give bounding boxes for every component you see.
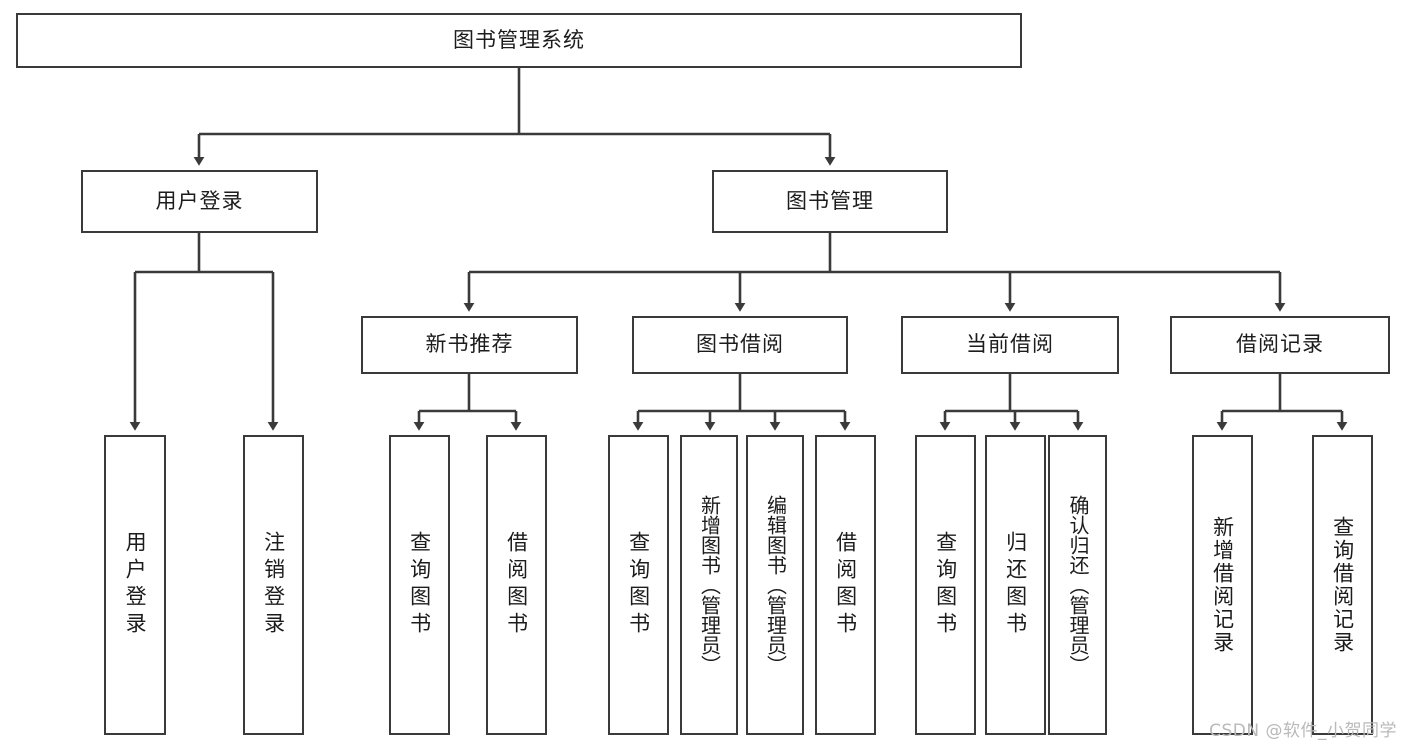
node-new-book-recommend[interactable]: 新书推荐 <box>361 316 578 374</box>
node-label: 用户登录 <box>123 531 148 639</box>
leaf-current-borrow-return-book[interactable]: 归还图书 <box>985 435 1046 735</box>
leaf-current-borrow-confirm-return-admin[interactable]: 确认归还（管理员） <box>1048 435 1107 735</box>
node-label: 归还图书 <box>1003 531 1028 639</box>
node-user-login[interactable]: 用户登录 <box>81 170 318 233</box>
node-label: 借阅图书 <box>504 531 529 639</box>
node-label: 查询图书 <box>626 531 651 639</box>
node-label: 新书推荐 <box>425 332 514 357</box>
leaf-book-borrow-borrow-book[interactable]: 借阅图书 <box>815 435 876 735</box>
node-label: 查询图书 <box>407 531 432 639</box>
node-root-book-management-system[interactable]: 图书管理系统 <box>16 13 1022 68</box>
leaf-borrow-record-query-record[interactable]: 查询借阅记录 <box>1312 435 1373 735</box>
node-current-borrow[interactable]: 当前借阅 <box>901 316 1119 374</box>
node-label: 图书管理 <box>786 188 874 213</box>
node-label: 注销登录 <box>261 531 286 639</box>
leaf-new-book-borrow-book[interactable]: 借阅图书 <box>486 435 547 735</box>
node-label: 当前借阅 <box>966 332 1054 357</box>
leaf-book-borrow-edit-book-admin[interactable]: 编辑图书（管理员） <box>746 435 804 735</box>
node-label: 借阅记录 <box>1236 332 1324 357</box>
leaf-new-book-query-book[interactable]: 查询图书 <box>389 435 450 735</box>
leaf-user-login-logout[interactable]: 注销登录 <box>243 435 304 735</box>
node-book-borrow[interactable]: 图书借阅 <box>632 316 848 374</box>
leaf-book-borrow-query-book[interactable]: 查询图书 <box>608 435 669 735</box>
leaf-current-borrow-query-book[interactable]: 查询图书 <box>915 435 976 735</box>
node-label: 编辑图书（管理员） <box>763 495 788 675</box>
node-label: 新增借阅记录 <box>1210 516 1235 654</box>
csdn-watermark: CSDN @软件_小贺同学 <box>1209 721 1397 741</box>
leaf-borrow-record-add-record[interactable]: 新增借阅记录 <box>1192 435 1253 735</box>
node-label: 新增图书（管理员） <box>697 495 722 675</box>
node-label: 查询图书 <box>933 531 958 639</box>
leaf-book-borrow-add-book-admin[interactable]: 新增图书（管理员） <box>680 435 738 735</box>
leaf-user-login-login[interactable]: 用户登录 <box>104 435 166 735</box>
node-label: 借阅图书 <box>833 531 858 639</box>
node-book-management[interactable]: 图书管理 <box>712 170 948 233</box>
node-label: 用户登录 <box>155 188 244 213</box>
node-label: 查询借阅记录 <box>1330 516 1355 654</box>
node-label: 图书管理系统 <box>453 27 585 52</box>
node-label: 图书借阅 <box>696 332 784 357</box>
node-borrow-record[interactable]: 借阅记录 <box>1170 316 1390 374</box>
node-label: 确认归还（管理员） <box>1066 495 1090 675</box>
